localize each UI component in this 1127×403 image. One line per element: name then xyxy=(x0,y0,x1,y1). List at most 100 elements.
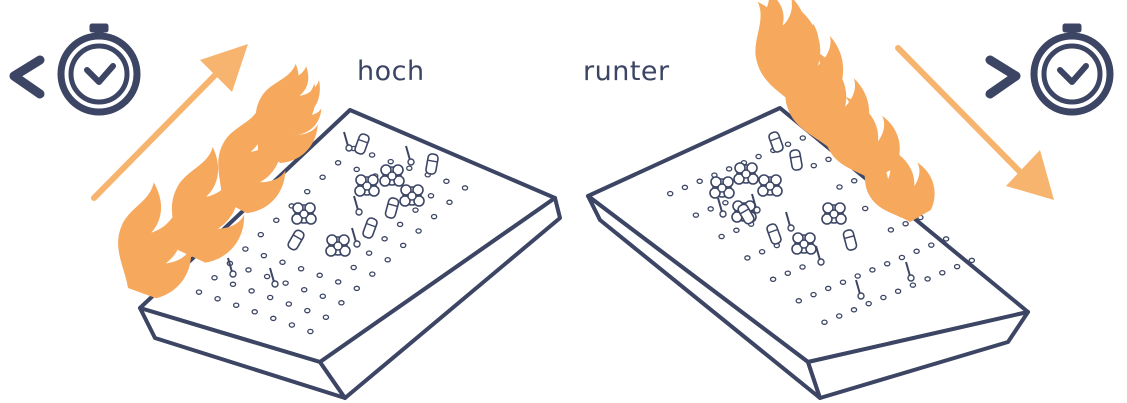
hole xyxy=(718,233,725,240)
hole xyxy=(696,178,703,185)
left-board-items xyxy=(195,131,469,335)
hole xyxy=(334,279,342,285)
hole xyxy=(245,267,252,273)
hole xyxy=(319,293,327,299)
hole xyxy=(300,286,308,293)
hole xyxy=(412,207,419,213)
hole xyxy=(279,259,286,265)
hole xyxy=(725,166,733,172)
food-item xyxy=(379,164,405,187)
hole xyxy=(319,174,326,180)
hole xyxy=(285,301,293,307)
hole xyxy=(968,257,976,264)
food-item xyxy=(291,202,317,225)
hole xyxy=(824,285,832,292)
hole xyxy=(353,285,361,292)
hole xyxy=(880,294,887,301)
label-up: hoch xyxy=(357,56,425,87)
hole xyxy=(303,188,311,195)
hole xyxy=(825,156,832,163)
hole xyxy=(338,300,345,306)
hole xyxy=(861,205,869,212)
hole xyxy=(316,272,323,279)
hole xyxy=(229,281,237,288)
hole xyxy=(270,315,277,322)
hole xyxy=(913,248,920,255)
hole xyxy=(443,178,450,185)
hole xyxy=(799,264,806,270)
hole xyxy=(810,162,818,169)
hole xyxy=(928,242,935,248)
hole xyxy=(353,166,360,173)
hole xyxy=(744,255,751,261)
hole xyxy=(214,295,221,302)
hole xyxy=(887,227,895,233)
hole xyxy=(758,248,766,255)
hole xyxy=(909,282,917,288)
hole xyxy=(304,307,311,314)
hole xyxy=(692,212,700,218)
hole xyxy=(263,273,271,280)
hole xyxy=(835,313,843,319)
food-item xyxy=(399,184,425,207)
hole xyxy=(368,152,376,158)
hole xyxy=(883,260,891,267)
label-down: runter xyxy=(583,56,670,87)
food-item xyxy=(757,174,783,197)
hole xyxy=(257,231,265,238)
hole xyxy=(387,158,394,165)
hole xyxy=(707,206,714,212)
hole xyxy=(427,192,435,199)
hole xyxy=(939,269,946,276)
hole xyxy=(854,273,861,279)
food-item xyxy=(791,232,817,255)
hole xyxy=(251,309,258,315)
hole xyxy=(266,294,274,301)
hole xyxy=(195,289,203,295)
hole xyxy=(350,264,357,271)
hole xyxy=(211,274,218,281)
hole xyxy=(334,160,342,166)
hole xyxy=(260,252,268,259)
hole xyxy=(810,291,817,298)
hole xyxy=(288,322,296,328)
hole xyxy=(869,267,876,273)
hole xyxy=(297,265,305,272)
left-stopwatch-icon xyxy=(61,24,137,112)
hole xyxy=(784,270,792,276)
food-item xyxy=(354,174,380,197)
food-item xyxy=(709,176,735,199)
hole xyxy=(322,314,330,320)
hole xyxy=(430,213,438,220)
left-comparator xyxy=(9,55,45,99)
hole xyxy=(839,279,847,285)
hole xyxy=(415,228,422,234)
hole xyxy=(784,141,792,147)
hole xyxy=(733,227,740,234)
hole xyxy=(850,307,858,313)
hole xyxy=(821,319,828,325)
hole xyxy=(248,288,255,294)
hole xyxy=(369,271,376,277)
arrow-up-right-icon xyxy=(91,44,248,201)
hole xyxy=(799,135,807,141)
hole xyxy=(722,199,729,206)
hole xyxy=(898,254,906,261)
hole xyxy=(942,236,950,242)
hole xyxy=(953,263,961,270)
food-item xyxy=(325,234,351,257)
food-item xyxy=(821,202,847,225)
hole xyxy=(461,185,469,191)
hole xyxy=(894,288,902,295)
hole xyxy=(406,165,413,171)
hole xyxy=(399,242,407,249)
hole xyxy=(381,236,388,242)
arrow-down-right-icon xyxy=(895,45,1054,200)
hole xyxy=(384,256,391,263)
food-item xyxy=(733,162,759,185)
hole xyxy=(242,246,249,252)
hole xyxy=(282,280,289,286)
hole xyxy=(666,190,674,197)
hole xyxy=(850,178,858,184)
